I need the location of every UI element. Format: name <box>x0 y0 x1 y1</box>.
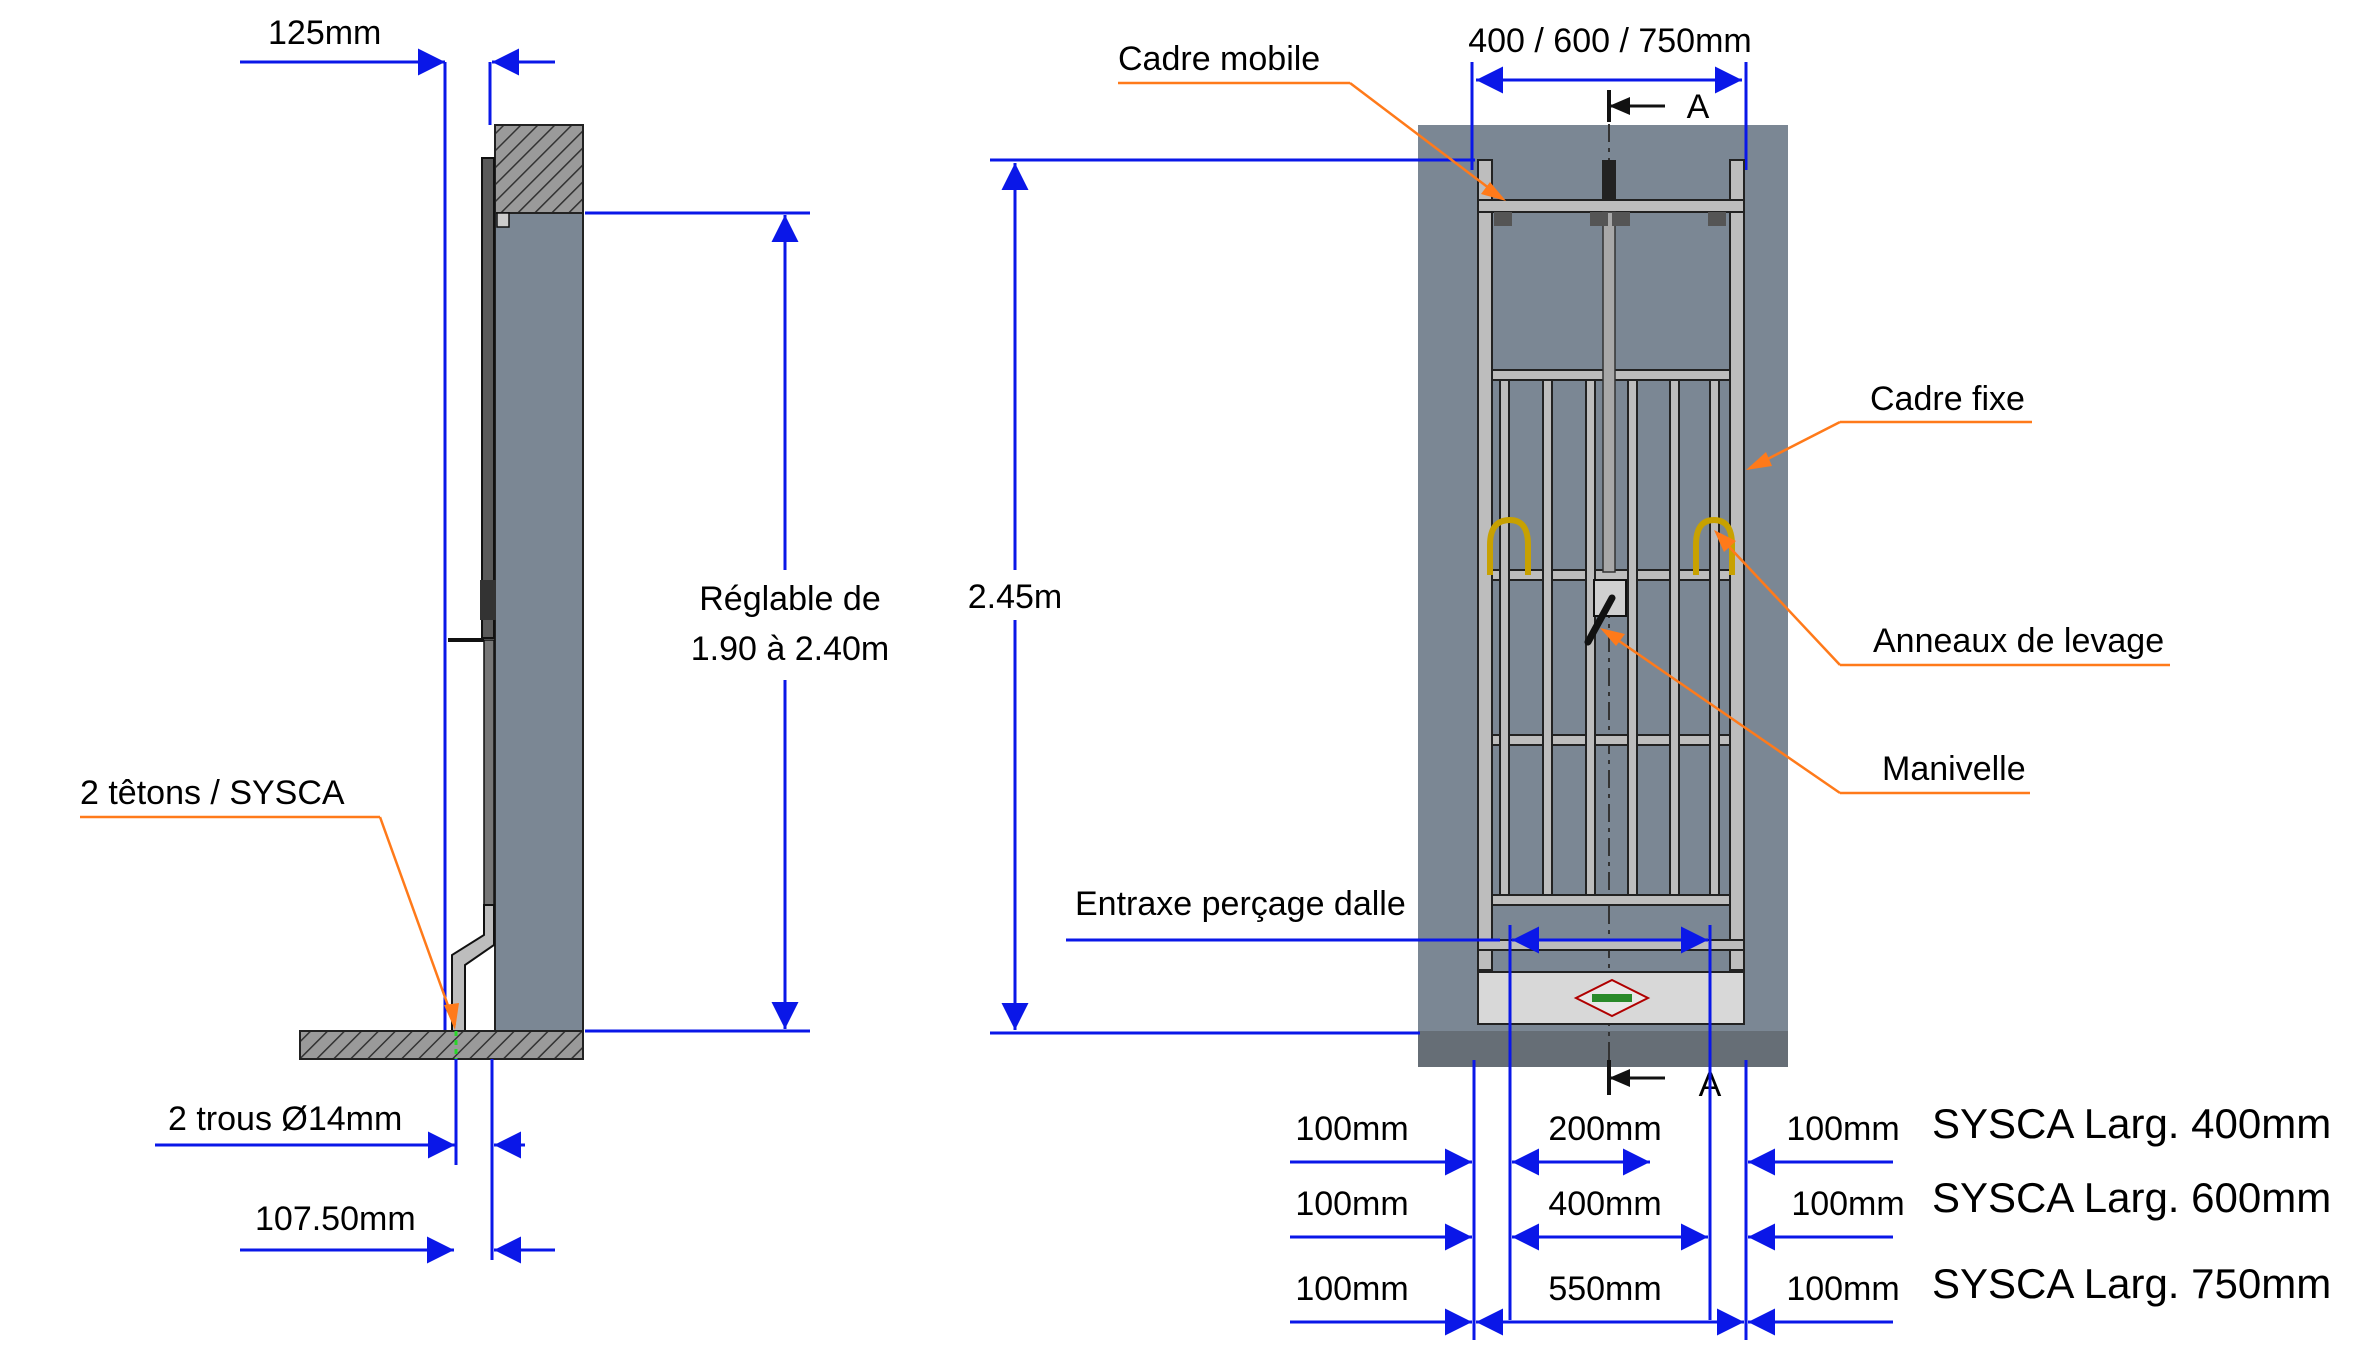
floor-slab <box>299 1030 584 1060</box>
row3-model: SYSCA Larg. 750mm <box>1932 1260 2331 1307</box>
top-slab <box>494 124 584 214</box>
row2-right: 100mm <box>1791 1185 1904 1223</box>
lifting-ring-left <box>1487 516 1531 575</box>
side-frame-lower <box>483 639 495 906</box>
wall <box>494 212 584 1032</box>
row2-left: 100mm <box>1295 1185 1408 1223</box>
floor-strip <box>1418 1031 1788 1067</box>
section-mark-top: A <box>1687 88 1710 126</box>
crank-handle <box>1584 594 1616 646</box>
adjust-label-1: Réglable de <box>699 580 880 618</box>
row3-right: 100mm <box>1786 1270 1899 1308</box>
offset-label: 107.50mm <box>255 1200 416 1238</box>
side-width-label: 125mm <box>268 14 381 52</box>
cadre-mobile-label: Cadre mobile <box>1118 40 1320 78</box>
side-foot <box>451 904 495 1032</box>
row1-left: 100mm <box>1295 1110 1408 1148</box>
row2-middle: 400mm <box>1548 1185 1661 1223</box>
cadre-fixe-label: Cadre fixe <box>1870 380 2025 418</box>
dim-row-750: 100mm 550mm 100mm SYSCA Larg. 750mm <box>1290 1260 2331 1336</box>
side-crank-block <box>480 580 496 620</box>
manivelle-label: Manivelle <box>1882 750 2026 788</box>
row1-middle: 200mm <box>1548 1110 1661 1148</box>
side-view: 125mm Réglable de 1.90 à 2.40m 2 têtons … <box>80 14 905 1264</box>
dim-row-600: 100mm 400mm 100mm SYSCA Larg. 600mm <box>1290 1174 2331 1251</box>
front-width-label: 400 / 600 / 750mm <box>1468 22 1752 60</box>
row1-model: SYSCA Larg. 400mm <box>1932 1100 2331 1147</box>
lifting-ring-right <box>1693 516 1735 575</box>
row1-right: 100mm <box>1786 1110 1899 1148</box>
height-label: 2.45m <box>968 578 1063 616</box>
row3-left: 100mm <box>1295 1270 1408 1308</box>
tetons-label: 2 têtons / SYSCA <box>80 774 345 812</box>
front-view: 400 / 600 / 750mm A A 2.45m <box>960 22 2331 1340</box>
anneaux-label: Anneaux de levage <box>1873 622 2164 660</box>
adjust-label-2: 1.90 à 2.40m <box>691 630 889 668</box>
dim-row-400: 100mm 200mm 100mm SYSCA Larg. 400mm <box>1290 1100 2331 1176</box>
row3-middle: 550mm <box>1548 1270 1661 1308</box>
side-frame-upper <box>481 157 495 639</box>
entraxe-label: Entraxe perçage dalle <box>1075 885 1406 923</box>
row2-model: SYSCA Larg. 600mm <box>1932 1174 2331 1221</box>
holes-label: 2 trous Ø14mm <box>168 1100 402 1138</box>
cadre-mobile-bar <box>1477 199 1745 213</box>
